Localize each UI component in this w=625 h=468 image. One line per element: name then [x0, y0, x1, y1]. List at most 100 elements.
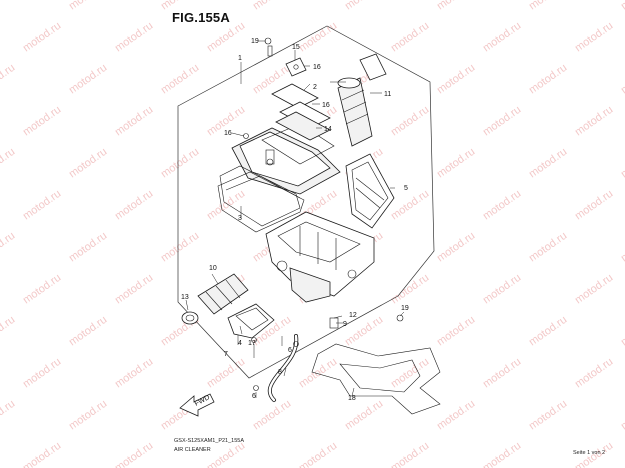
figure-title: FIG.155A: [172, 10, 230, 25]
watermark-text: motod.ru: [389, 188, 431, 223]
watermark-text: motod.ru: [343, 398, 385, 433]
watermark-text: motod.ru: [113, 104, 155, 139]
breather-box: [227, 303, 275, 339]
watermark-text: motod.ru: [0, 314, 17, 349]
watermark-text: motod.ru: [619, 230, 625, 265]
assembly-frame: [177, 25, 435, 379]
callout-1: 1: [238, 55, 242, 62]
seal-plate-inner: [339, 359, 421, 393]
watermark-text: motod.ru: [0, 62, 17, 97]
callout-6a: 6: [252, 393, 256, 400]
watermark-text: motod.ru: [573, 20, 615, 55]
watermark-text: motod.ru: [343, 0, 385, 12]
watermark-text: motod.ru: [113, 20, 155, 55]
upper-brackets: [267, 45, 331, 141]
watermark-text: motod.ru: [113, 188, 155, 223]
watermark-text: motod.ru: [67, 398, 109, 433]
watermark-text: motod.ru: [573, 356, 615, 391]
watermark-text: motod.ru: [113, 356, 155, 391]
watermark-text: motod.ru: [481, 20, 523, 55]
intake-duct: [337, 53, 387, 147]
air-cleaner-cover: [219, 123, 341, 227]
watermark-text: motod.ru: [435, 230, 477, 265]
watermark-text: motod.ru: [573, 272, 615, 307]
leader-lines: [185, 40, 405, 398]
watermark-text: motod.ru: [389, 440, 431, 468]
air-cleaner-case: [265, 211, 375, 303]
callout-19b: 19: [401, 305, 409, 312]
watermark-text: motod.ru: [205, 20, 247, 55]
watermark-text: motod.ru: [527, 314, 569, 349]
callout-6b: 6: [288, 347, 292, 354]
watermark-text: motod.ru: [67, 314, 109, 349]
fwd-arrow-icon: [179, 393, 215, 417]
watermark-text: motod.ru: [481, 104, 523, 139]
watermark-text: motod.ru: [389, 104, 431, 139]
watermark-text: motod.ru: [481, 356, 523, 391]
watermark-text: motod.ru: [389, 272, 431, 307]
breather-hose-inner: [268, 334, 298, 402]
watermark-text: motod.ru: [21, 20, 63, 55]
callout-2: 2: [313, 84, 317, 91]
watermark-text: motod.ru: [435, 314, 477, 349]
watermark-text: motod.ru: [0, 0, 17, 12]
watermark-text: motod.ru: [0, 146, 17, 181]
callout-19a: 19: [251, 38, 259, 45]
watermark-text: motod.ru: [67, 0, 109, 12]
callout-8: 8: [278, 369, 282, 376]
watermark-text: motod.ru: [435, 0, 477, 12]
filter-element: [345, 153, 395, 229]
callout-16a: 16: [313, 64, 321, 71]
watermark-text: motod.ru: [527, 230, 569, 265]
watermark-text: motod.ru: [21, 272, 63, 307]
watermark-text: motod.ru: [389, 356, 431, 391]
callout-4: 4: [238, 340, 242, 347]
watermark-text: motod.ru: [159, 146, 201, 181]
watermark-text: motod.ru: [113, 272, 155, 307]
watermark-text: motod.ru: [527, 398, 569, 433]
watermark-text: motod.ru: [573, 104, 615, 139]
callout-14: 14: [324, 126, 332, 133]
watermark-text: motod.ru: [0, 230, 17, 265]
outlet-joint: [181, 273, 249, 325]
watermark-text: motod.ru: [435, 146, 477, 181]
watermark-text: motod.ru: [481, 440, 523, 468]
page-number: Seite 1 von 2: [573, 450, 606, 456]
callout-labels: 1 2 3 4 5 6 6 7 8 9 10 11 12 13 14 15 16…: [181, 38, 409, 402]
watermark-text: motod.ru: [113, 440, 155, 468]
watermark-text: motod.ru: [67, 146, 109, 181]
callout-5: 5: [404, 185, 408, 192]
watermark-text: motod.ru: [159, 0, 201, 12]
callout-7: 7: [224, 351, 228, 358]
callout-10: 10: [209, 265, 217, 272]
watermark-text: motod.ru: [527, 146, 569, 181]
watermark-text: motod.ru: [159, 62, 201, 97]
seal-plate: [311, 343, 441, 415]
cover-seal: [217, 171, 305, 233]
callout-16b: 16: [322, 102, 330, 109]
watermark-text: motod.ru: [297, 440, 339, 468]
watermark-text: motod.ru: [619, 62, 625, 97]
callout-16c: 16: [224, 130, 232, 137]
watermark-text: motod.ru: [573, 188, 615, 223]
callout-17: 17: [248, 340, 256, 347]
watermark-text: motod.ru: [251, 398, 293, 433]
callout-13: 13: [181, 294, 189, 301]
callout-18: 18: [348, 395, 356, 402]
watermark-text: motod.ru: [619, 146, 625, 181]
watermark-text: motod.ru: [21, 188, 63, 223]
watermark-text: motod.ru: [251, 0, 293, 12]
figure-caption: AIR CLEANER: [174, 447, 211, 453]
watermark-text: motod.ru: [481, 188, 523, 223]
watermark-text: motod.ru: [297, 356, 339, 391]
watermark-text: motod.ru: [527, 62, 569, 97]
watermark-text: motod.ru: [481, 272, 523, 307]
callout-3: 3: [238, 215, 242, 222]
callout-12: 12: [349, 312, 357, 319]
watermark-text: motod.ru: [619, 314, 625, 349]
watermark-text: motod.ru: [435, 62, 477, 97]
callout-15: 15: [292, 44, 300, 51]
watermark-text: motod.ru: [619, 0, 625, 12]
